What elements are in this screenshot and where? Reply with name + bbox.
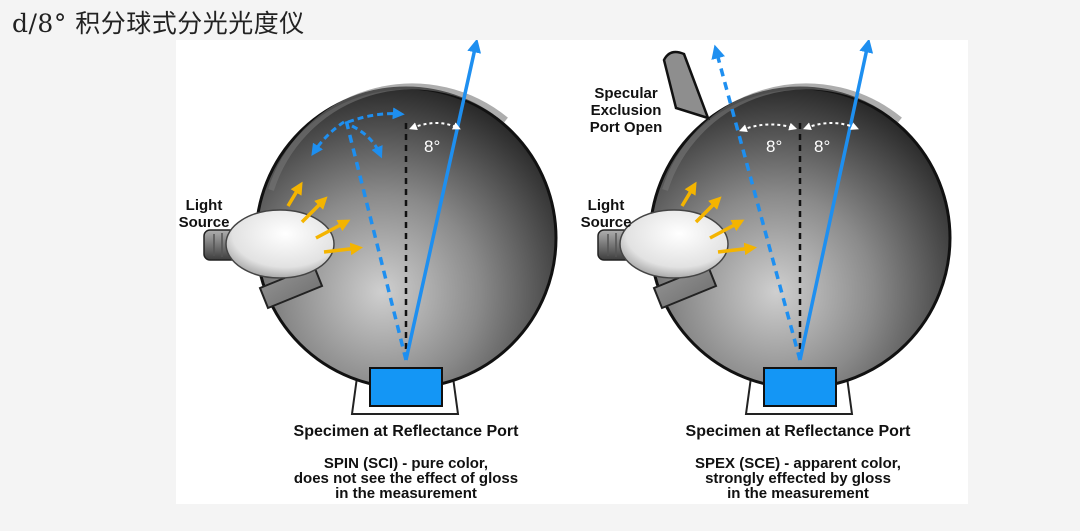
scatter-arrows <box>311 107 405 159</box>
angle-arc-right <box>803 122 859 131</box>
sci-panel: 8° Light Source Specimen at Reflectance … <box>179 40 558 502</box>
exclusion-port-flap <box>662 50 711 120</box>
caption-line1: SPEX (SCE) - apparent color, <box>695 455 901 472</box>
angle-arc-left <box>739 122 798 133</box>
light-source-label-line1: Light <box>588 197 625 214</box>
angle-label: 8° <box>424 137 440 156</box>
figure-canvas: 8° Light Source Specimen at Reflectance … <box>179 40 952 502</box>
light-rays <box>286 181 364 256</box>
caption-line1: SPIN (SCI) - pure color, <box>324 455 488 472</box>
caption-line2: strongly effected by gloss <box>705 470 891 487</box>
integrating-sphere-figure: 8° Light Source Specimen at Reflectance … <box>176 40 968 504</box>
angle-label-right: 8° <box>814 137 830 156</box>
angle-label-left: 8° <box>766 137 782 156</box>
caption-line2: does not see the effect of gloss <box>294 470 518 487</box>
light-source-label-line1: Light <box>186 197 223 214</box>
port-label-line3: Port Open <box>590 119 663 136</box>
angle-arc <box>409 122 461 131</box>
specimen <box>369 367 443 407</box>
light-bulb <box>203 209 335 279</box>
specimen <box>763 367 837 407</box>
sphere-rim <box>662 83 902 191</box>
specimen-label: Specimen at Reflectance Port <box>686 423 912 440</box>
caption-line3: in the measurement <box>335 485 477 502</box>
page-title: d/8° 积分球式分光光度仪 <box>12 9 305 38</box>
sce-panel: 8° 8° Specular Exclusion Port Open Light… <box>581 40 952 502</box>
specimen-label: Specimen at Reflectance Port <box>294 423 520 440</box>
measuring-beam <box>404 40 482 361</box>
specular-beam <box>711 44 802 361</box>
sphere-rim <box>268 83 508 191</box>
measuring-beam <box>798 40 874 361</box>
light-bulb <box>597 209 729 279</box>
port-label-line2: Exclusion <box>591 102 662 119</box>
caption-line3: in the measurement <box>727 485 869 502</box>
light-rays <box>680 181 758 256</box>
light-source-label-line2: Source <box>581 214 632 231</box>
light-source-label-line2: Source <box>179 214 230 231</box>
port-label-line1: Specular <box>594 85 658 102</box>
